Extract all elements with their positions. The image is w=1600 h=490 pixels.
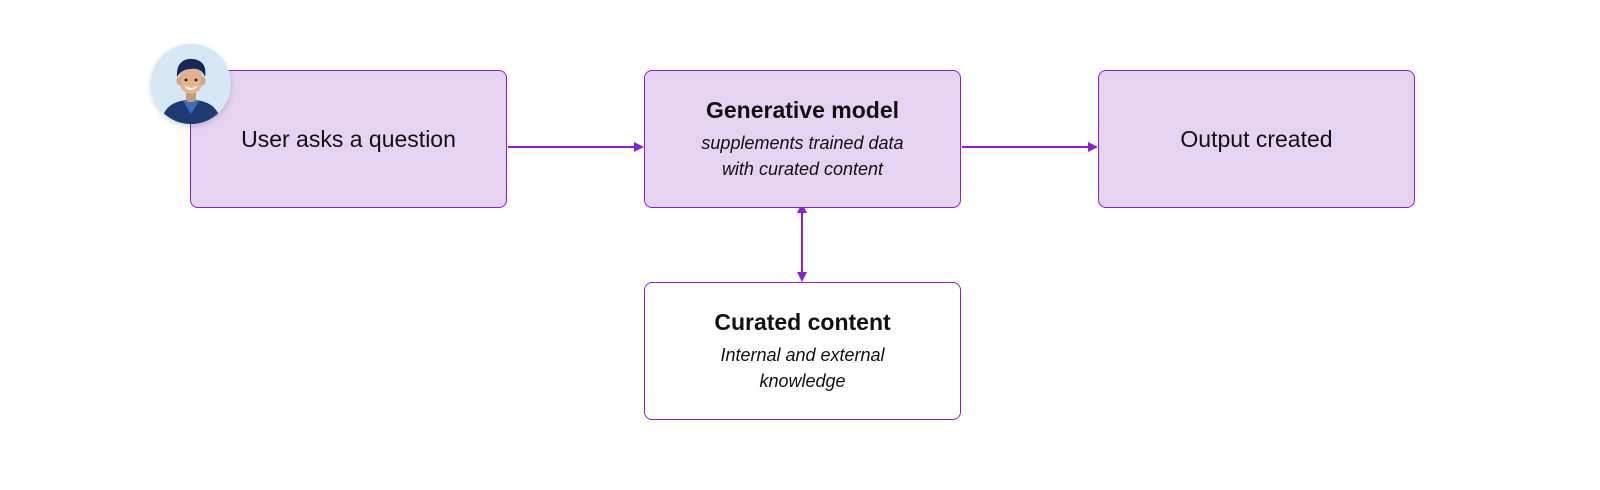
node-curated-title: Curated content bbox=[714, 309, 891, 335]
node-user-label: User asks a question bbox=[241, 126, 456, 152]
node-curated-subtitle: Internal and external knowledge bbox=[720, 345, 885, 391]
node-output-label: Output created bbox=[1180, 126, 1333, 152]
node-output-created: Output created bbox=[1098, 70, 1415, 208]
node-generative-model: Generative model supplements trained dat… bbox=[644, 70, 961, 208]
node-model-title: Generative model bbox=[705, 97, 900, 123]
node-model-subtitle: supplements trained data with curated co… bbox=[701, 133, 904, 179]
node-user-question: User asks a question bbox=[190, 70, 507, 208]
node-curated-content: Curated content Internal and external kn… bbox=[644, 282, 961, 420]
user-avatar-icon bbox=[151, 44, 231, 124]
